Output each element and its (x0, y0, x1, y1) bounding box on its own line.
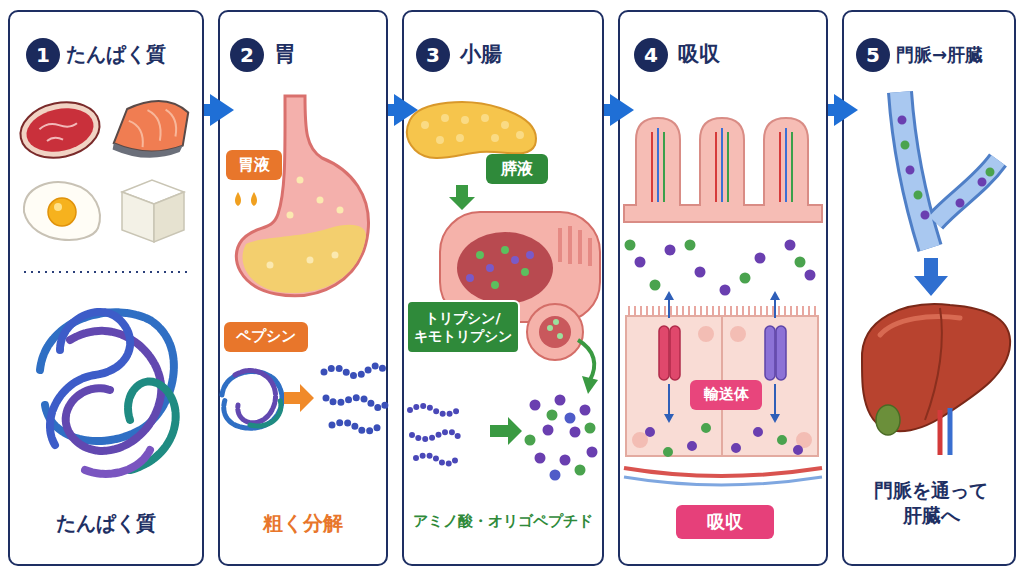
step-number: 3 (416, 38, 450, 72)
tag-text: 膵液 (501, 159, 533, 180)
step-result: アミノ酸・オリゴペプチド (404, 512, 602, 532)
tag-text: ペプシン (236, 327, 296, 347)
tag-text: 輸送体 (704, 385, 749, 405)
step-panel: 胃粗く分解 2 胃液ペプシン (218, 10, 388, 566)
flow-arrow (828, 104, 842, 116)
flow-arrow (388, 104, 402, 116)
step-result: 門脈を通って 肝臓へ (856, 478, 1006, 527)
result-tag: 吸収 (676, 505, 774, 539)
step-panel: 小腸アミノ酸・オリゴペプチド 3 膵液トリプシン/ キモトリプシン (402, 10, 604, 566)
step-number: 4 (634, 38, 668, 72)
step-result: 粗く分解 (220, 510, 386, 536)
step-title: 小腸 (460, 41, 590, 68)
tag-text: 胃液 (238, 155, 270, 176)
step-number-text: 5 (866, 42, 880, 68)
tag-text: 吸収 (707, 510, 743, 533)
step-panel: たんぱく質たんぱく質1 (8, 10, 204, 566)
step-title: たんぱく質 (66, 41, 198, 67)
enzyme-tag: ペプシン (224, 322, 308, 352)
fluid-tag: 膵液 (486, 154, 548, 184)
step-result: たんぱく質 (10, 510, 202, 536)
flow-arrow (604, 104, 618, 116)
step-number: 1 (26, 38, 60, 72)
transporter-tag: 輸送体 (690, 380, 762, 410)
step-title: 門脈→肝臓 (896, 43, 1014, 66)
step-number-text: 4 (644, 42, 658, 68)
step-number: 5 (856, 38, 890, 72)
step-number-text: 2 (240, 42, 254, 68)
flow-arrow (204, 104, 218, 116)
step-number-text: 1 (36, 42, 50, 68)
step-number: 2 (230, 38, 264, 72)
step-title: 吸収 (678, 41, 808, 68)
step-panel: 吸収4輸送体吸収 (618, 10, 828, 566)
fluid-tag: 胃液 (226, 150, 282, 180)
tag-text: トリプシン/ キモトリプシン (412, 309, 514, 345)
step-panel: 門脈→肝臓門脈を通って 肝臓へ 5 (842, 10, 1016, 566)
step-number-text: 3 (426, 42, 440, 68)
enzyme-tag: トリプシン/ キモトリプシン (406, 300, 520, 354)
step-title: 胃 (274, 40, 374, 69)
